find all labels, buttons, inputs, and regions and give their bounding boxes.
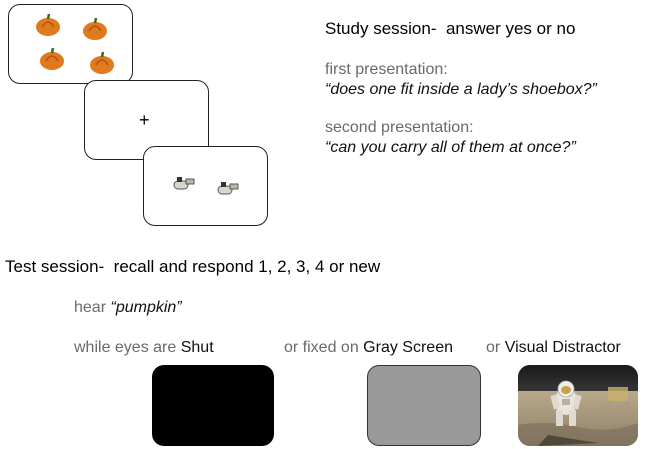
study-session-title: Study session- xyxy=(325,19,437,38)
astronaut-photo xyxy=(518,365,638,446)
fixation-card: + xyxy=(84,80,209,160)
gray-screen xyxy=(367,365,481,446)
test-session-title: Test session- xyxy=(5,257,105,276)
or-fixed-label: or fixed on Gray Screen xyxy=(284,339,453,356)
condition-visual-distractor: Visual Distractor xyxy=(504,339,621,356)
pumpkin-icon xyxy=(36,13,60,36)
condition-shut: Shut xyxy=(180,339,214,356)
first-presentation-label: first presentation: xyxy=(325,61,448,78)
hear-word: “pumpkin” xyxy=(110,299,182,316)
test-session-heading: Test session- recall and respond 1, 2, 3… xyxy=(5,257,380,277)
study-session-heading: Study session- answer yes or no xyxy=(325,19,575,39)
pumpkin-icon xyxy=(83,17,107,40)
hear-label: hear xyxy=(74,299,107,316)
second-presentation-label: second presentation: xyxy=(325,119,474,136)
fixation-cross: + xyxy=(139,110,150,130)
study-session-instruction: answer yes or no xyxy=(445,19,576,38)
pumpkin-icon xyxy=(90,51,114,74)
visual-distractor-screen xyxy=(518,365,638,446)
while-eyes-label: while eyes are Shut xyxy=(74,339,214,356)
test-session-instruction: recall and respond 1, 2, 3, 4 or new xyxy=(113,257,381,276)
second-presentation-question: “can you carry all of them at once?” xyxy=(325,139,576,156)
pumpkin-icon xyxy=(40,47,64,70)
first-presentation-question: “does one fit inside a lady’s shoebox?” xyxy=(325,81,597,98)
whistle-icon xyxy=(173,177,195,190)
or-label: or Visual Distractor xyxy=(486,339,621,356)
whistle-card xyxy=(143,146,268,226)
shut-screen xyxy=(152,365,274,446)
hear-line: hear “pumpkin” xyxy=(74,299,182,317)
whistle-icon xyxy=(217,182,239,195)
pumpkin-card xyxy=(8,4,133,84)
condition-gray-screen: Gray Screen xyxy=(363,339,453,356)
